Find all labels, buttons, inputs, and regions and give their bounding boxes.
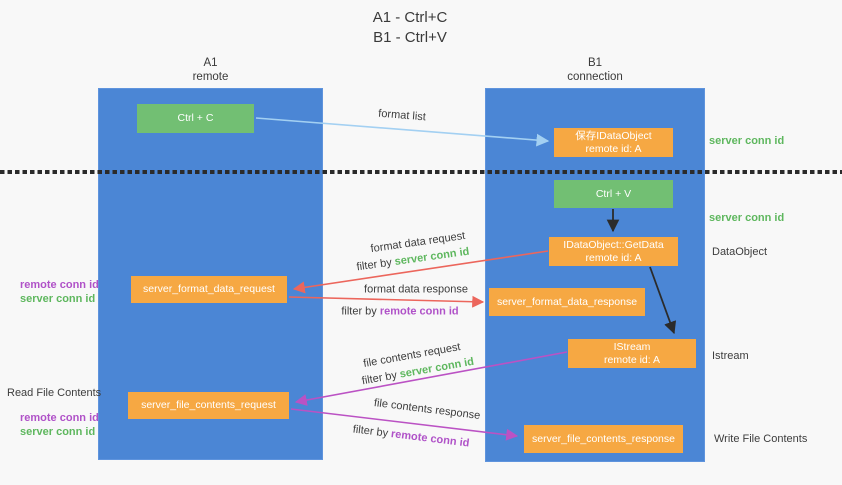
- filter-by-text: filter by: [360, 369, 398, 388]
- server-file-contents-request-label: server_file_contents_request: [141, 399, 276, 411]
- save-dataobject-line2: remote id: A: [585, 142, 642, 155]
- remote-conn-id-annotation-mid: remote conn id: [20, 279, 99, 291]
- filter-by-text: filter by: [352, 423, 389, 440]
- left-column-name: A1: [203, 57, 218, 69]
- save-dataobject-node: 保存IDataObject remote id: A: [554, 128, 673, 157]
- istream-line2: remote id: A: [603, 353, 661, 366]
- save-dataobject-line1: 保存IDataObject: [575, 129, 652, 142]
- server-conn-id-annotation-left-mid: server conn id: [20, 293, 96, 305]
- server-format-data-response-label: server_format_data_response: [496, 295, 638, 308]
- left-column-header: A1 remote: [98, 56, 323, 84]
- format-data-response-label: format data response: [364, 283, 468, 296]
- server-file-contents-request-node: server_file_contents_request: [128, 392, 289, 419]
- ctrl-v-label: Ctrl + V: [595, 187, 632, 200]
- remote-conn-id-text: remote conn id: [390, 428, 471, 450]
- server-conn-id-annotation-mid: server conn id: [709, 212, 785, 224]
- getdata-node: IDataObject::GetData remote id: A: [549, 237, 678, 266]
- server-conn-id-annotation-top: server conn id: [709, 135, 785, 147]
- read-file-contents-annotation: Read File Contents: [7, 387, 102, 399]
- dotted-divider: [0, 170, 842, 174]
- format-list-label: format list: [377, 107, 427, 124]
- server-format-data-request-node: server_format_data_request: [131, 276, 287, 303]
- server-format-data-response-node: server_format_data_response: [489, 288, 645, 316]
- remote-conn-id-annotation-bottom: remote conn id: [20, 412, 99, 424]
- server-file-contents-response-label: server_file_contents_response: [531, 432, 675, 445]
- title-line-2: B1 - Ctrl+V: [373, 29, 447, 46]
- left-column-role: remote: [192, 71, 229, 83]
- getdata-line1: IDataObject::GetData: [563, 238, 664, 251]
- write-file-contents-annotation: Write File Contents: [714, 433, 808, 445]
- ctrl-c-node: Ctrl + C: [137, 104, 254, 133]
- istream-line1: IStream: [613, 340, 651, 353]
- ctrl-v-node: Ctrl + V: [554, 180, 673, 208]
- remote-conn-id-text: remote conn id: [379, 305, 459, 318]
- filter-by-text: filter by: [341, 305, 377, 318]
- dataobject-annotation: DataObject: [712, 246, 768, 258]
- right-column-role: connection: [567, 71, 623, 83]
- istream-node: IStream remote id: A: [568, 339, 696, 368]
- right-column-name: B1: [587, 57, 603, 69]
- title-line-1: A1 - Ctrl+C: [372, 9, 448, 26]
- server-conn-id-annotation-left-bottom: server conn id: [20, 426, 96, 438]
- istream-annotation: Istream: [712, 350, 749, 362]
- server-file-contents-response-node: server_file_contents_response: [524, 425, 683, 453]
- right-column-header: B1 connection: [485, 56, 705, 84]
- filter-by-text: filter by: [355, 256, 393, 274]
- diagram-title: A1 - Ctrl+C B1 - Ctrl+V: [373, 8, 448, 48]
- ctrl-c-label: Ctrl + C: [177, 112, 214, 124]
- server-format-data-request-label: server_format_data_request: [143, 283, 275, 295]
- file-contents-response-label: file contents response: [373, 397, 481, 422]
- getdata-line2: remote id: A: [585, 251, 642, 264]
